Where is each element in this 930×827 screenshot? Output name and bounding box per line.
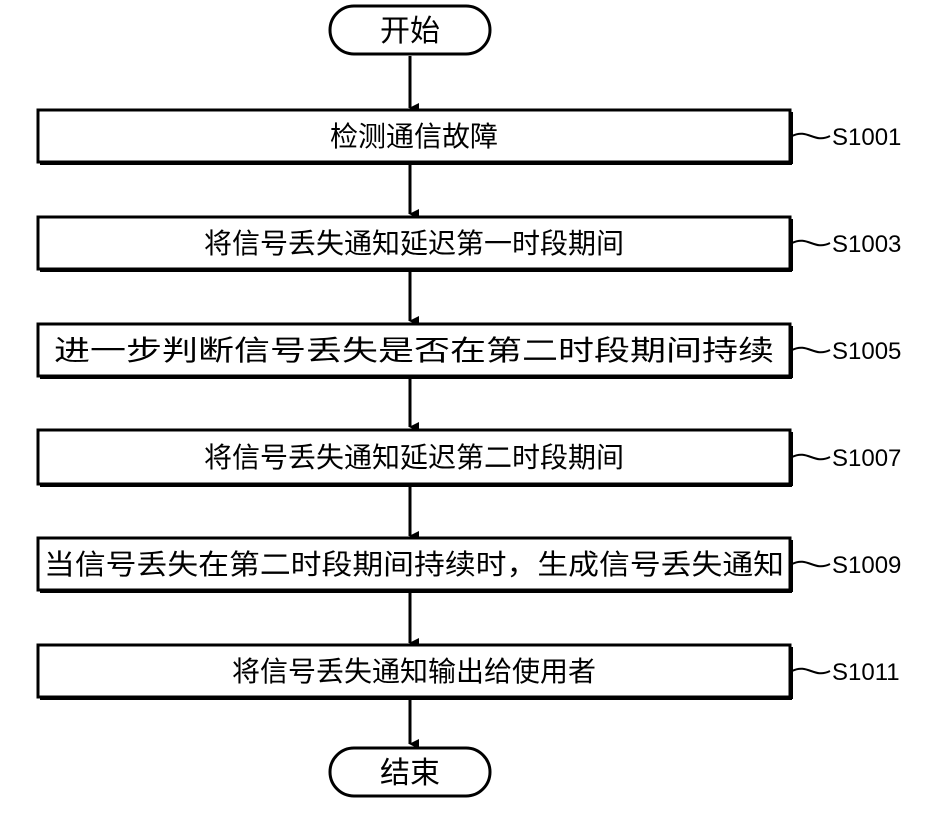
step-s1009: 当信号丢失在第二时段期间持续时，生成信号丢失通知 S1009 bbox=[38, 538, 901, 592]
step-s1011: 将信号丢失通知输出给使用者 S1011 bbox=[38, 645, 900, 699]
step-s1007: 将信号丢失通知延迟第二时段期间 S1007 bbox=[38, 430, 901, 486]
label-leader bbox=[792, 562, 830, 567]
label-leader bbox=[792, 455, 830, 460]
label-leader bbox=[792, 348, 830, 353]
step-id-label: S1011 bbox=[832, 659, 900, 686]
step-s1001: 检测通信故障 S1001 bbox=[38, 110, 901, 164]
step-id-label: S1009 bbox=[832, 552, 901, 579]
label-leader bbox=[792, 134, 830, 139]
step-id-label: S1007 bbox=[832, 445, 901, 472]
start-terminal: 开始 bbox=[330, 6, 490, 54]
end-terminal: 结束 bbox=[330, 748, 490, 796]
step-text: 进一步判断信号丢失是否在第二时段期间持续 bbox=[54, 334, 774, 367]
step-text: 将信号丢失通知输出给使用者 bbox=[232, 655, 596, 688]
label-leader bbox=[792, 669, 830, 674]
step-text: 检测通信故障 bbox=[330, 120, 498, 153]
step-id-label: S1003 bbox=[832, 231, 901, 258]
step-text: 将信号丢失通知延迟第二时段期间 bbox=[204, 441, 624, 474]
start-label: 开始 bbox=[380, 14, 440, 49]
label-leader bbox=[792, 241, 830, 246]
step-s1005: 进一步判断信号丢失是否在第二时段期间持续 S1005 bbox=[38, 324, 901, 378]
end-label: 结束 bbox=[380, 756, 440, 791]
step-id-label: S1001 bbox=[832, 124, 901, 151]
step-text: 当信号丢失在第二时段期间持续时，生成信号丢失通知 bbox=[44, 548, 784, 581]
step-s1003: 将信号丢失通知延迟第一时段期间 S1003 bbox=[38, 217, 901, 271]
step-text: 将信号丢失通知延迟第一时段期间 bbox=[204, 227, 624, 260]
step-id-label: S1005 bbox=[832, 338, 901, 365]
